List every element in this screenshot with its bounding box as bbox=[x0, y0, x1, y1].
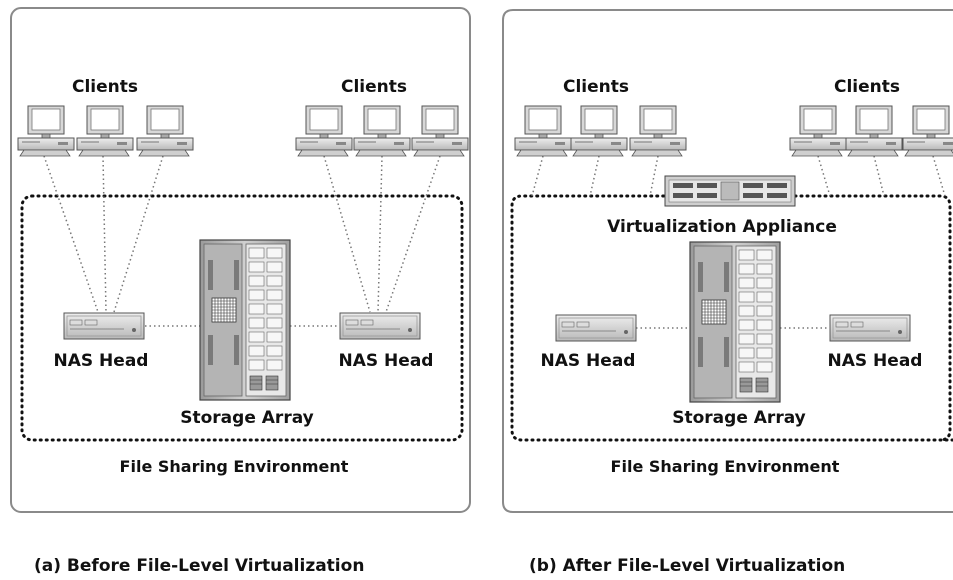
panel-a-storage-label: Storage Array bbox=[180, 408, 313, 428]
panel-a-connections bbox=[43, 155, 441, 327]
storage-array-icon bbox=[199, 239, 291, 401]
panel-b-environment-label: File Sharing Environment bbox=[611, 457, 840, 476]
panel-b-storage-label: Storage Array bbox=[672, 408, 805, 428]
client-computer-icon bbox=[514, 105, 572, 157]
nas-head-icon bbox=[63, 312, 145, 340]
panel-a: Clients Clients NAS Head NAS Head Storag… bbox=[10, 7, 471, 513]
panel-b-clients-right-label: Clients bbox=[834, 77, 900, 97]
panel-b-nas-left-label: NAS Head bbox=[541, 351, 636, 371]
client-computer-icon bbox=[570, 105, 628, 157]
panel-b: Clients Clients Virtualization Appliance… bbox=[502, 9, 953, 513]
panel-b-clients-left-label: Clients bbox=[563, 77, 629, 97]
panel-a-clients-left-label: Clients bbox=[72, 77, 138, 97]
client-computer-icon bbox=[295, 105, 353, 157]
panel-a-environment-boundary bbox=[20, 194, 464, 442]
client-computer-icon bbox=[353, 105, 411, 157]
panel-a-caption: (a) Before File-Level Virtualization bbox=[34, 556, 365, 576]
client-computer-icon bbox=[136, 105, 194, 157]
virtualization-appliance-icon bbox=[664, 175, 796, 207]
panel-b-appliance-label: Virtualization Appliance bbox=[607, 217, 837, 237]
panel-b-frame bbox=[502, 9, 953, 513]
client-computer-icon bbox=[411, 105, 469, 157]
panel-b-caption: (b) After File-Level Virtualization bbox=[529, 556, 846, 576]
client-computer-icon bbox=[76, 105, 134, 157]
panel-a-environment-label: File Sharing Environment bbox=[120, 457, 349, 476]
panel-b-nas-right-label: NAS Head bbox=[828, 351, 923, 371]
panel-a-frame bbox=[10, 7, 471, 513]
client-computer-icon bbox=[902, 105, 953, 157]
storage-array-icon bbox=[689, 241, 781, 403]
client-computer-icon bbox=[629, 105, 687, 157]
nas-head-icon bbox=[555, 314, 637, 342]
panel-a-nas-left-label: NAS Head bbox=[54, 351, 149, 371]
nas-head-icon bbox=[829, 314, 911, 342]
panel-b-connections bbox=[531, 155, 946, 329]
client-computer-icon bbox=[845, 105, 903, 157]
panel-a-clients-right-label: Clients bbox=[341, 77, 407, 97]
panel-a-nas-right-label: NAS Head bbox=[339, 351, 434, 371]
client-computer-icon bbox=[17, 105, 75, 157]
panel-b-environment-boundary bbox=[510, 194, 953, 442]
nas-head-icon bbox=[339, 312, 421, 340]
client-computer-icon bbox=[789, 105, 847, 157]
